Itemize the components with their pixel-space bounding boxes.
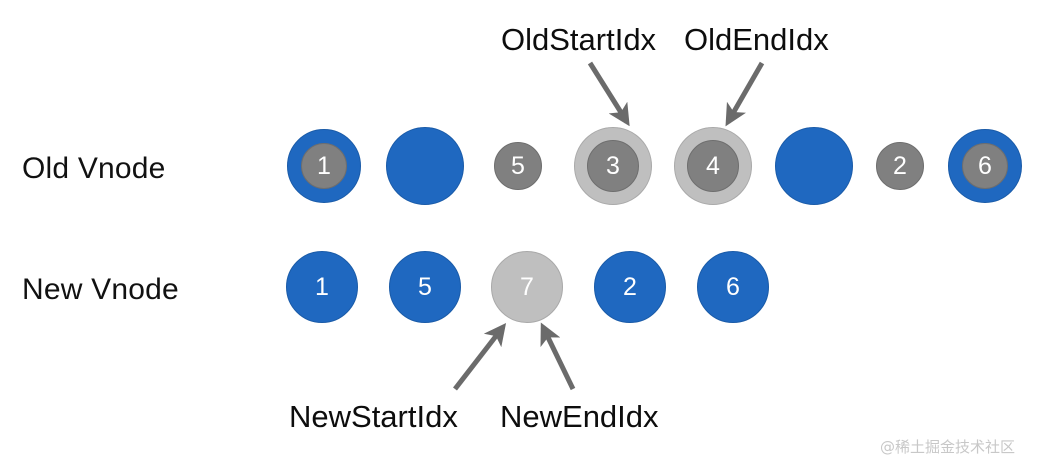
vnode-circle-old-plain-a[interactable] — [386, 127, 464, 205]
annotation-old-end-idx: OldEndIdx — [684, 22, 829, 57]
row-label-new-vnode: New Vnode — [22, 273, 179, 306]
row-label-old-vnode: Old Vnode — [22, 152, 166, 185]
vnode-circle-new-7[interactable]: 7 — [491, 251, 563, 323]
arrow-old-start-idx — [587, 61, 630, 127]
vnode-circle-old-3[interactable]: 3 — [574, 127, 652, 205]
annotation-old-start-idx: OldStartIdx — [501, 22, 657, 57]
vnode-inner-old-4: 4 — [687, 140, 739, 192]
vnode-inner-old-3: 3 — [587, 140, 639, 192]
vnode-circle-old-plain-b[interactable] — [775, 127, 853, 205]
vnode-circle-old-2[interactable]: 2 — [876, 142, 924, 190]
vnode-number-old-1: 1 — [317, 151, 331, 180]
vnode-number-new-1: 1 — [315, 272, 329, 301]
vnode-number-new-7: 7 — [520, 272, 534, 301]
vnode-number-old-2: 2 — [893, 151, 907, 180]
vnode-number-new-5: 5 — [418, 272, 432, 301]
vnode-circle-old-1[interactable]: 1 — [287, 129, 361, 203]
annotation-new-end-idx: NewEndIdx — [500, 399, 659, 434]
vnode-number-old-6: 6 — [978, 151, 992, 180]
arrow-new-start-idx — [453, 323, 507, 391]
vnode-inner-old-6: 6 — [962, 143, 1008, 189]
annotation-new-start-idx: NewStartIdx — [289, 399, 458, 434]
vnode-circle-old-5[interactable]: 5 — [494, 142, 542, 190]
vnode-circle-old-4[interactable]: 4 — [674, 127, 752, 205]
vnode-circle-new-6[interactable]: 6 — [697, 251, 769, 323]
vnode-circle-new-5[interactable]: 5 — [389, 251, 461, 323]
vnode-number-new-6: 6 — [726, 272, 740, 301]
vnode-number-new-2: 2 — [623, 272, 637, 301]
vnode-circle-new-1[interactable]: 1 — [286, 251, 358, 323]
vnode-circle-new-2[interactable]: 2 — [594, 251, 666, 323]
watermark: @稀土掘金技术社区 — [880, 438, 1016, 456]
vnode-number-old-3: 3 — [606, 151, 620, 180]
vnode-circle-old-6[interactable]: 6 — [948, 129, 1022, 203]
vnode-inner-old-1: 1 — [301, 143, 347, 189]
vnode-number-old-4: 4 — [706, 151, 720, 180]
vnode-number-old-5: 5 — [511, 151, 525, 180]
arrow-old-end-idx — [725, 61, 765, 127]
arrow-new-end-idx — [540, 322, 576, 391]
